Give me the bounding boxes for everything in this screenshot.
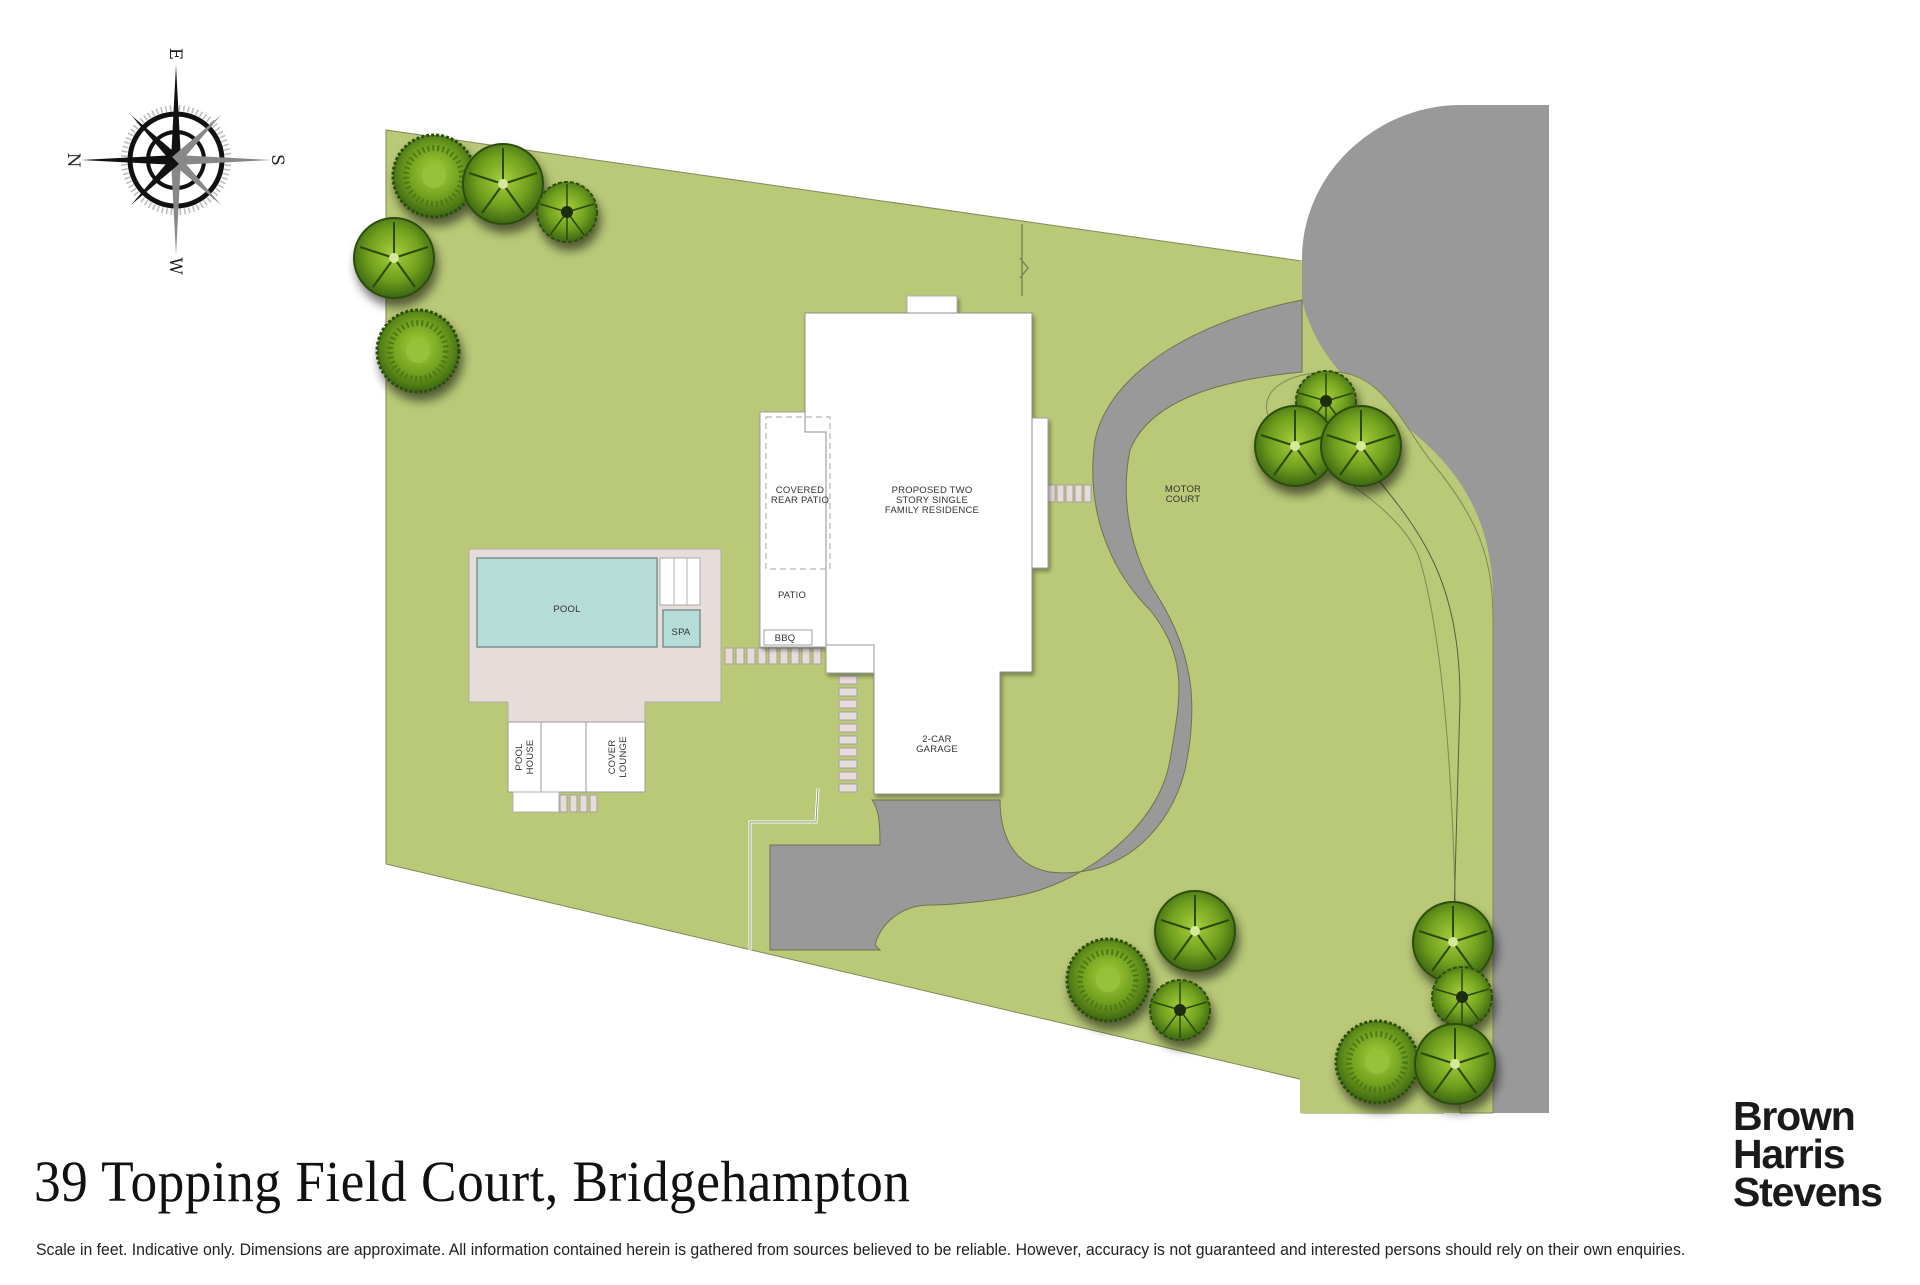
patio-label: PATIO (778, 590, 806, 601)
tree-icon (1154, 890, 1236, 972)
tree-icon (462, 143, 544, 225)
disclaimer-text: Scale in feet. Indicative only. Dimensio… (36, 1240, 1686, 1259)
residence-label-1: PROPOSED TWO (892, 485, 973, 496)
tree-icon (1414, 1023, 1496, 1105)
pool-house-label-2: HOUSE (525, 740, 536, 775)
garage-label-1: 2-CAR (922, 734, 952, 745)
property-title: 39 Topping Field Court, Bridgehampton (34, 1149, 911, 1214)
cover-lounge-label-2: LOUNGE (618, 736, 629, 777)
stepping-stones (724, 484, 1092, 793)
cover-lounge-label-1: COVER (607, 740, 618, 775)
tree-icon (1067, 939, 1149, 1021)
brand-line-1: Brown (1733, 1093, 1856, 1139)
covered-patio-outline (765, 416, 831, 570)
pool-label: POOL (553, 604, 580, 615)
tree-icon (1320, 405, 1402, 487)
pool-steps (659, 557, 701, 606)
covered-patio-label-2: REAR PATIO (771, 495, 829, 506)
garage-label-2: GARAGE (916, 744, 958, 755)
tree-icon (377, 310, 459, 392)
brand-logo: Brown Harris Stevens (1733, 1093, 1883, 1215)
pool-area: POOL SPA (468, 548, 722, 723)
pool-house-label-1: POOL (514, 743, 525, 770)
gate-icon (1019, 257, 1029, 279)
spa-label: SPA (672, 627, 691, 638)
residence-label-2: STORY SINGLE (896, 495, 968, 506)
tree-icon (1431, 966, 1493, 1028)
compass-west: W (165, 257, 185, 275)
spa (662, 609, 701, 648)
brand-line-2: Harris (1733, 1131, 1846, 1177)
residence-label-3: FAMILY RESIDENCE (885, 505, 979, 516)
compass-east: E (165, 48, 185, 60)
path-line (1369, 469, 1461, 1061)
compass-rose-icon: E N S W (63, 48, 287, 275)
brand-line-3: Stevens (1733, 1169, 1883, 1215)
pool (476, 557, 658, 648)
tree-icon (536, 181, 598, 243)
motor-court (769, 299, 1303, 951)
pool-house: POOL HOUSE COVER LOUNGE (507, 721, 646, 813)
road (1302, 105, 1549, 1113)
tree-icon (1336, 1021, 1418, 1103)
residence (759, 295, 1049, 795)
motor-court-label-2: COURT (1166, 494, 1201, 505)
tree-icon (393, 135, 475, 217)
compass-south: S (267, 154, 287, 166)
compass-north: N (63, 153, 83, 168)
covered-rear-patio (759, 411, 836, 648)
covered-patio-label-1: COVERED (776, 485, 824, 496)
tree-icon (353, 217, 435, 299)
bbq (763, 629, 813, 646)
bbq-label: BBQ (775, 633, 796, 644)
motor-court-label-1: MOTOR (1165, 484, 1201, 495)
tree-icon (1149, 979, 1211, 1041)
